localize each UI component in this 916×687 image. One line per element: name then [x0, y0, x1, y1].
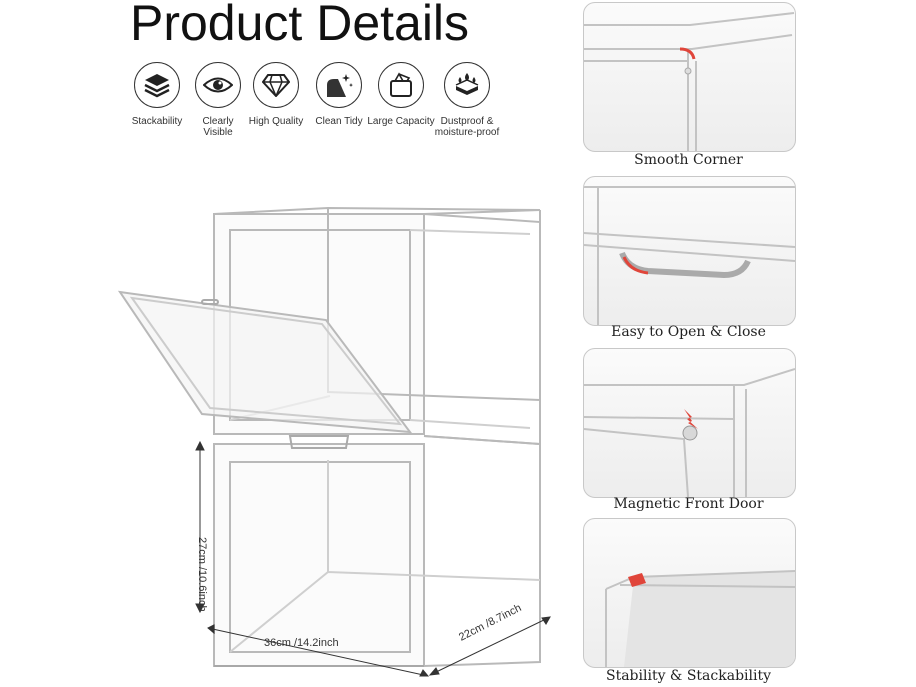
feature-label: Stackability: [131, 116, 183, 127]
detail-caption: Stability & Stackability: [605, 668, 772, 684]
detail-caption: Smooth Corner: [634, 152, 743, 168]
feature-label: Clean Tidy: [315, 116, 363, 127]
feature-label: moisture-proof: [434, 127, 500, 138]
feature-label: Large Capacity: [367, 116, 435, 127]
feature-label: Clearly: [202, 116, 234, 127]
width-dimension: 36cm /14.2inch: [264, 637, 339, 649]
detail-easy-open-image: [583, 176, 796, 326]
feature-label: High Quality: [248, 116, 304, 127]
feature-large-capacity: Large Capacity: [360, 62, 442, 127]
page-title: Product Details: [130, 0, 470, 51]
detail-magnetic-door-image: [583, 348, 796, 498]
height-dimension: 27cm /10.6inch: [196, 537, 208, 612]
feature-clean-tidy: Clean Tidy: [298, 62, 380, 127]
feature-stackability: Stackability: [116, 62, 198, 127]
detail-smooth-corner-image: [583, 2, 796, 152]
diamond-icon: [253, 62, 299, 108]
detail-stability-image: [583, 518, 796, 668]
feature-dustproof: Dustproof &moisture-proof: [426, 62, 508, 138]
sparkle-icon: [316, 62, 362, 108]
stacked-shoe-boxes-illustration: [117, 206, 551, 677]
detail-caption: Magnetic Front Door: [613, 496, 764, 512]
stack-icon: [134, 62, 180, 108]
feature-high-quality: High Quality: [235, 62, 317, 127]
bag-icon: [378, 62, 424, 108]
detail-caption: Easy to Open & Close: [611, 324, 766, 340]
feature-label: Dustproof &: [440, 116, 494, 127]
eye-icon: [195, 62, 241, 108]
feature-label: Visible: [203, 127, 233, 138]
waterproof-icon: [444, 62, 490, 108]
